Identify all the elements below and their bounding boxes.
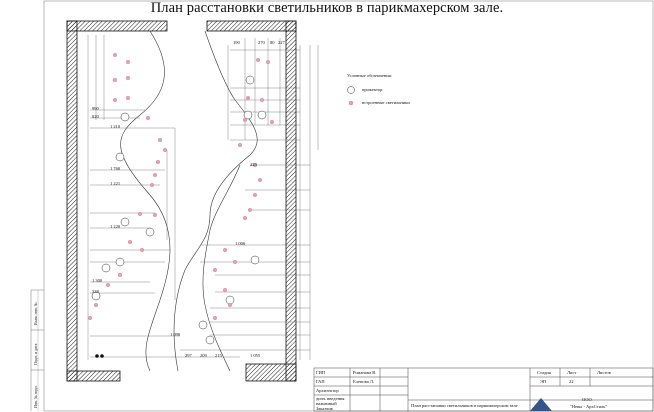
dim-label: 1 006 — [235, 241, 246, 246]
dim-label: 820 — [92, 114, 99, 119]
dim-label: 270 — [258, 40, 265, 45]
stamp-company-name: "Невы - АрхСтиль" — [570, 404, 608, 409]
stamp-role: нажимный — [316, 401, 337, 406]
dim-label: 1 760 — [110, 166, 121, 171]
drawing-title: План расстановки светильников в парикмах… — [150, 0, 504, 16]
projectors — [91, 75, 267, 345]
legend-recessed-icon — [348, 100, 354, 106]
dim-label: 1 220 — [110, 224, 121, 229]
sheet-frame — [43, 0, 654, 412]
stamp-stage-value: ЭП — [540, 379, 547, 384]
legend-projector-label: прожектор — [362, 87, 383, 92]
company-logo — [530, 398, 552, 411]
dim-label: 223 — [250, 162, 257, 167]
recessed-lights — [87, 53, 275, 321]
stamp-description: План расстановки светильников в парикмах… — [411, 403, 518, 408]
dim-label: 1 300 — [92, 278, 103, 283]
dim-label: 209 — [200, 353, 207, 358]
stamp-role: дизн. введения — [316, 396, 345, 401]
side-label: Подп. и дата — [33, 343, 38, 365]
side-label: Инв. № подл. — [33, 385, 38, 408]
dimension-lines — [87, 35, 319, 360]
legend-title: Условные обозначения: — [347, 73, 393, 78]
stamp-name: Романова В. — [353, 370, 377, 375]
dim-label: 1 210 — [110, 124, 121, 129]
side-label: Взам. инв. № — [33, 302, 38, 325]
stamp-role: Архитектор — [316, 388, 339, 393]
dim-label: 1 055 — [250, 353, 261, 358]
legend-projector-icon — [347, 86, 355, 94]
stamp-sheets-header: Листов — [597, 370, 611, 375]
stamp-stage-header: Стадия — [537, 370, 551, 375]
dim-label: 990 — [92, 106, 99, 111]
title-block — [313, 367, 654, 412]
stamp-sheet-header: Лист — [567, 370, 577, 375]
dim-label: 338 — [92, 289, 99, 294]
ceiling-contours — [120, 30, 258, 372]
dim-label: 1 221 — [110, 181, 121, 186]
dim-label: 1 098 — [170, 332, 181, 337]
dim-label: 190 — [233, 40, 240, 45]
dim-label: 215 — [215, 353, 222, 358]
stamp-role: ГИП — [316, 370, 326, 375]
stamp-company: ООО — [582, 397, 592, 402]
dim-label: 227 — [278, 40, 285, 45]
dim-label: 297 — [185, 353, 192, 358]
stamp-sheet-value: 22 — [569, 379, 574, 384]
legend-recessed-label: встроенные светильники — [362, 100, 410, 105]
dim-label: 80 — [270, 40, 275, 45]
stamp-role: ГАП — [316, 379, 325, 384]
stamp-name: Еленова Л. — [353, 379, 375, 384]
walls — [66, 20, 297, 382]
stamp-role: Заказчик — [316, 406, 333, 411]
